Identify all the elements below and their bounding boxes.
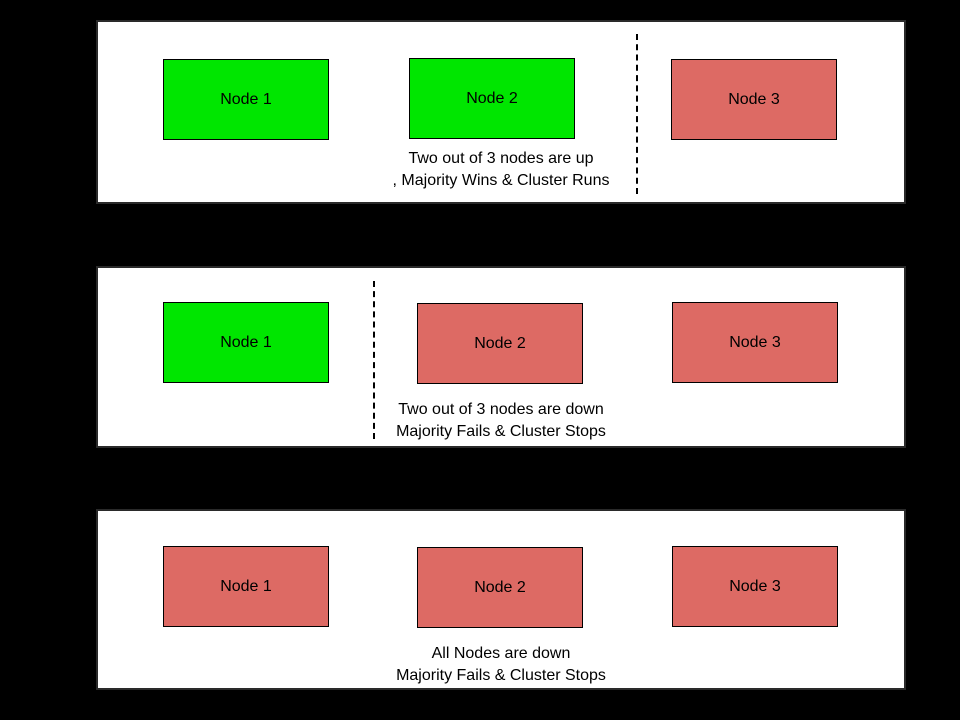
node-label: Node 3 — [729, 333, 781, 351]
node-label: Node 2 — [474, 334, 526, 352]
partition-dashed-line — [636, 34, 638, 194]
scenario-panel-two-nodes-down: Node 1 Node 2 Node 3 Two out of 3 nodes … — [96, 266, 906, 448]
node-box: Node 2 — [417, 547, 583, 628]
caption-line-2: Majority Fails & Cluster Stops — [396, 423, 606, 440]
partition-dashed-line — [373, 281, 375, 439]
node-box: Node 1 — [163, 302, 329, 383]
node-box: Node 3 — [672, 546, 838, 627]
caption-line-1: All Nodes are down — [431, 645, 571, 662]
node-label: Node 1 — [220, 90, 272, 108]
node-box: Node 1 — [163, 59, 329, 140]
node-label: Node 3 — [729, 577, 781, 595]
scenario-panel-two-nodes-up: Node 1 Node 2 Node 3 Two out of 3 nodes … — [96, 20, 906, 204]
scenario-caption: Two out of 3 nodes are up , Majority Win… — [98, 148, 904, 192]
scenario-caption: Two out of 3 nodes are down Majority Fai… — [98, 399, 904, 443]
caption-line-1: Two out of 3 nodes are down — [398, 401, 604, 418]
scenario-panel-all-nodes-down: Node 1 Node 2 Node 3 All Nodes are down … — [96, 509, 906, 690]
node-box: Node 3 — [671, 59, 837, 140]
node-box: Node 3 — [672, 302, 838, 383]
caption-line-2: Majority Fails & Cluster Stops — [396, 667, 606, 684]
node-label: Node 2 — [474, 578, 526, 596]
caption-line-2: , Majority Wins & Cluster Runs — [392, 172, 610, 189]
node-box: Node 2 — [409, 58, 575, 139]
node-label: Node 1 — [220, 577, 272, 595]
scenario-caption: All Nodes are down Majority Fails & Clus… — [98, 643, 904, 687]
node-box: Node 2 — [417, 303, 583, 384]
node-box: Node 1 — [163, 546, 329, 627]
node-label: Node 1 — [220, 333, 272, 351]
caption-line-1: Two out of 3 nodes are up — [408, 150, 594, 167]
node-label: Node 3 — [728, 90, 780, 108]
node-label: Node 2 — [466, 89, 518, 107]
